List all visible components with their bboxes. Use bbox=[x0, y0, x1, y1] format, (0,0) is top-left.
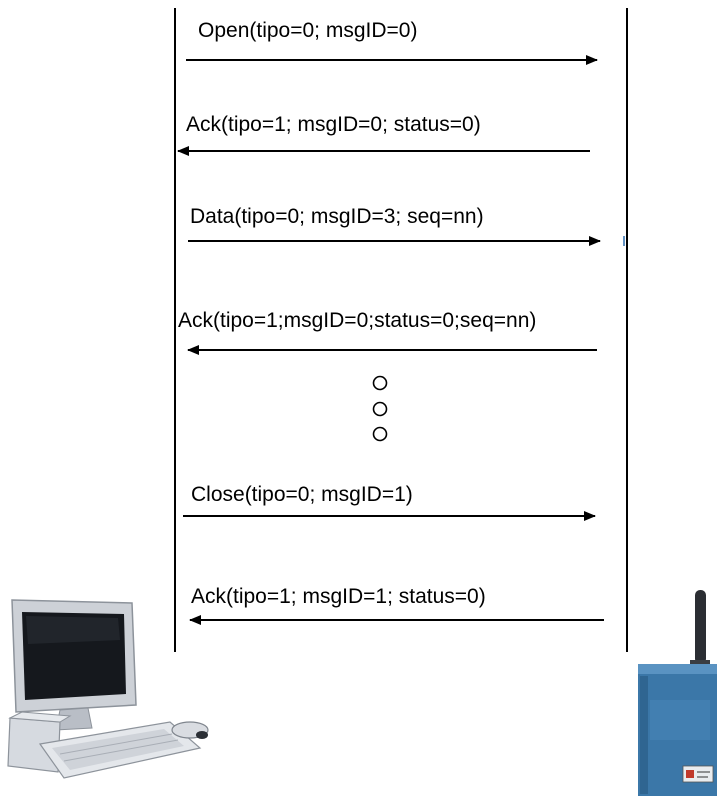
computer-icon bbox=[7, 599, 209, 779]
ellipsis-dot bbox=[372, 401, 388, 417]
message-label-open: Open(tipo=0; msgID=0) bbox=[198, 19, 418, 42]
message-label-data: Data(tipo=0; msgID=3; seq=nn) bbox=[190, 205, 484, 228]
wireless-transmitter-icon bbox=[638, 590, 717, 796]
message-label-ack-data: Ack(tipo=1;msgID=0;status=0;seq=nn) bbox=[178, 309, 537, 332]
message-label-ack-close: Ack(tipo=1; msgID=1; status=0) bbox=[191, 585, 486, 608]
ellipsis-dot bbox=[372, 375, 388, 391]
message-label-ack-open: Ack(tipo=1; msgID=0; status=0) bbox=[186, 113, 481, 136]
message-label-close: Close(tipo=0; msgID=1) bbox=[191, 483, 413, 506]
ellipsis-dot bbox=[372, 426, 388, 442]
